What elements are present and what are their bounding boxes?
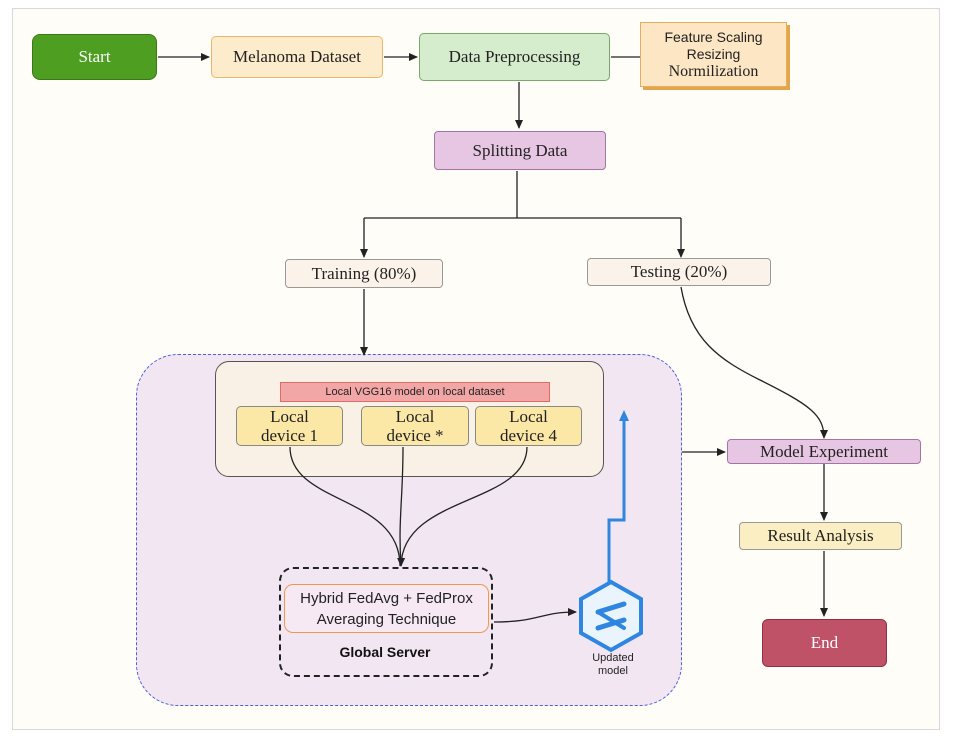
local-device-1: Local device 1 xyxy=(236,406,343,446)
updated-line1: Updated xyxy=(592,652,634,664)
global-server-label: Global Server xyxy=(339,644,431,660)
training-node: Training (80%) xyxy=(285,259,443,288)
device-2-line2: device * xyxy=(386,426,444,445)
hybrid-aggregation-node: Hybrid FedAvg + FedProx Averaging Techni… xyxy=(284,584,489,633)
curve-device2-to-server xyxy=(399,446,404,567)
result-analysis-node: Result Analysis xyxy=(739,522,902,550)
global-server-box xyxy=(279,567,493,677)
local-device-2: Local device * xyxy=(361,406,469,446)
device-4-line2: device 4 xyxy=(499,426,558,445)
testing-node: Testing (20%) xyxy=(587,258,771,286)
vgg-model-label: Local VGG16 model on local dataset xyxy=(280,382,550,402)
end-node: End xyxy=(762,619,887,667)
note-normalization: Normilization xyxy=(668,63,759,80)
device-1-line1: Local xyxy=(270,407,309,426)
hybrid-line1: Hybrid FedAvg + FedProx xyxy=(300,589,473,607)
update-arrow xyxy=(607,410,629,590)
hybrid-line2: Averaging Technique xyxy=(316,610,457,628)
device-2-line1: Local xyxy=(395,407,435,426)
start-node: Start xyxy=(32,34,157,80)
dataset-node: Melanoma Dataset xyxy=(211,36,383,78)
local-device-4: Local device 4 xyxy=(475,406,582,446)
device-1-line2: device 1 xyxy=(260,426,319,445)
preprocessing-note: Feature Scaling Resizing Normilization xyxy=(640,22,787,87)
note-feature-scaling: Feature Scaling xyxy=(664,29,763,45)
curve-device1-to-server xyxy=(289,446,401,567)
curve-server-to-updated xyxy=(493,608,577,623)
model-experiment-node: Model Experiment xyxy=(727,439,921,464)
updated-line2: model xyxy=(598,665,628,677)
device-4-line1: Local xyxy=(509,407,548,426)
updated-model-label: Updated model xyxy=(583,651,643,679)
preprocessing-node: Data Preprocessing xyxy=(419,33,610,81)
splitting-node: Splitting Data xyxy=(434,131,606,170)
updated-model-icon xyxy=(579,579,643,653)
curve-testing-to-experiment xyxy=(680,286,828,439)
note-resizing: Resizing xyxy=(686,46,741,62)
curve-device3-to-server xyxy=(397,446,528,567)
